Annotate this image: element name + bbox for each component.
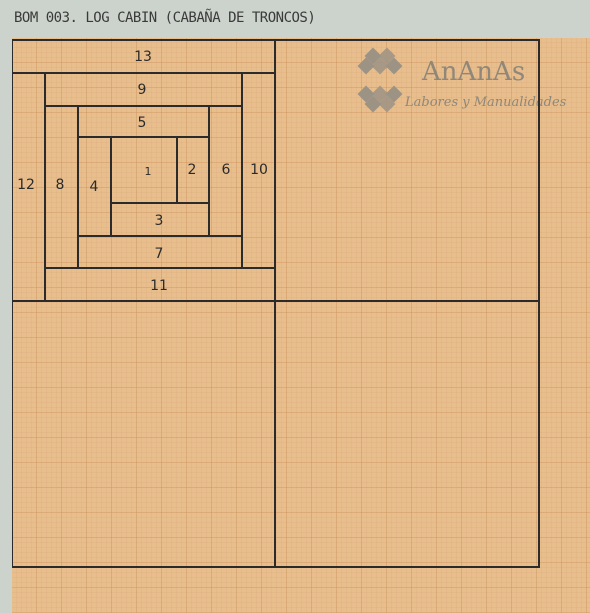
log-cabin-diagram: [12, 39, 276, 302]
label-11: 11: [150, 278, 168, 294]
label-1: 1: [145, 165, 152, 178]
label-6: 6: [222, 162, 231, 178]
label-5: 5: [138, 115, 147, 131]
piece-3: [110, 202, 210, 237]
page-title: BOM 003. LOG CABIN (CABAÑA DE TRONCOS): [14, 10, 316, 26]
graph-paper: AnAnAs Labores y Manualidades: [12, 38, 590, 613]
label-9: 9: [138, 82, 147, 98]
label-3: 3: [155, 213, 164, 229]
brand-name: AnAnAs: [421, 57, 525, 87]
label-8: 8: [56, 177, 65, 193]
label-13: 13: [134, 49, 152, 65]
label-12: 12: [17, 177, 35, 193]
brand-tagline: Labores y Manualidades: [404, 95, 567, 110]
label-2: 2: [188, 162, 197, 178]
label-7: 7: [155, 246, 164, 262]
label-4: 4: [90, 179, 99, 195]
diamond-logo-icon: [357, 47, 403, 113]
label-10: 10: [250, 162, 268, 178]
ananas-logo: AnAnAs Labores y Manualidades: [357, 47, 567, 113]
